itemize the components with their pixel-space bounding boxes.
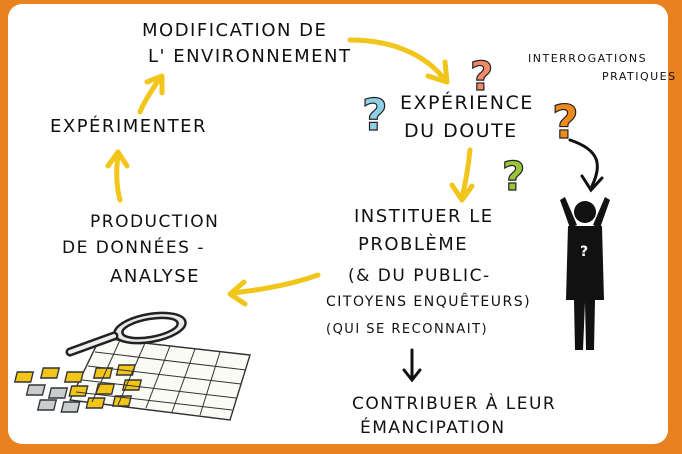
- node-interrogations-line2: PRATIQUES: [602, 70, 677, 83]
- node-instituer-line4: CITOYENS ENQUÊTEURS): [326, 294, 532, 310]
- node-instituer-line1: INSTITUER LE: [354, 206, 494, 227]
- arrow-experimenter-to-modification: [137, 75, 163, 115]
- data-grid-icon: [13, 337, 251, 421]
- question-mark-icon: ?: [362, 90, 388, 141]
- node-interrogations-line1: INTERROGATIONS: [528, 52, 648, 65]
- node-experimenter: EXPÉRIMENTER: [50, 116, 207, 137]
- node-instituer-line5: (QUI SE RECONNAIT): [326, 322, 489, 337]
- svg-text:?: ?: [580, 244, 588, 260]
- question-mark-icon: ?: [552, 95, 579, 149]
- node-production-line2: DE DONNÉES -: [62, 238, 205, 258]
- arrowhead: [105, 149, 130, 169]
- node-modification-line1: MODIFICATION DE: [142, 20, 328, 41]
- node-experience-line2: DU DOUTE: [404, 120, 518, 142]
- magnifying-glass-icon: [65, 311, 187, 357]
- arrowhead: [144, 73, 165, 96]
- node-instituer-line3: (& DU PUBLIC-: [348, 266, 491, 286]
- node-contribuer-line2: ÉMANCIPATION: [360, 418, 506, 438]
- node-instituer-line2: PROBLÈME: [358, 234, 469, 255]
- question-mark-icon: ?: [470, 54, 493, 100]
- arrowhead: [402, 368, 422, 383]
- node-modification-line2: L' ENVIRONNEMENT: [148, 46, 352, 67]
- arrowhead: [227, 279, 248, 307]
- arrowhead: [425, 59, 450, 85]
- arrow-instituer-to-production: [229, 272, 321, 296]
- arrow-production-to-experimenter: [114, 152, 123, 203]
- arrow-modification-to-experience: [347, 37, 448, 83]
- arrowhead: [580, 174, 604, 193]
- node-production-line1: PRODUCTION: [90, 212, 220, 232]
- node-production-line3: ANALYSE: [110, 266, 201, 287]
- arrowhead: [449, 182, 475, 203]
- arrow-interrogations-to-person: [568, 138, 599, 188]
- question-mark-icon: ?: [502, 154, 525, 200]
- node-experience-line1: EXPÉRIENCE: [400, 92, 534, 114]
- node-contribuer-line1: CONTRIBUER À LEUR: [352, 394, 557, 414]
